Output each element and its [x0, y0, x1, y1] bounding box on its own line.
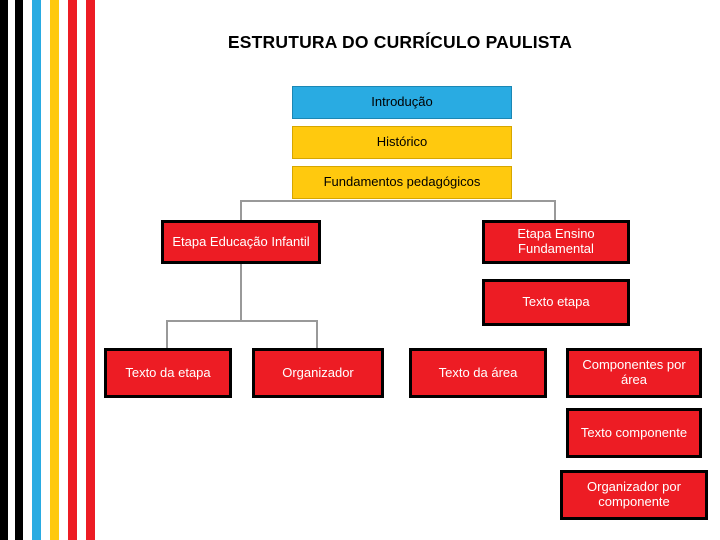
- stripe-white-5: [77, 0, 86, 540]
- node-etapa-educacao-infantil[interactable]: Etapa Educação Infantil: [161, 220, 321, 264]
- node-fundamentos-pedagogicos[interactable]: Fundamentos pedagógicos: [292, 166, 512, 199]
- node-texto-etapa-label: Texto etapa: [522, 294, 590, 310]
- node-organizador-por-componente[interactable]: Organizador por componente: [560, 470, 708, 520]
- node-texto-componente-label: Texto componente: [580, 424, 688, 440]
- node-organizador[interactable]: Organizador: [252, 348, 384, 398]
- stripe-white-3: [41, 0, 50, 540]
- stripe-black-outer: [0, 0, 8, 540]
- connector-vertical-to-fundamental: [554, 200, 556, 220]
- page-title: ESTRUTURA DO CURRÍCULO PAULISTA: [227, 32, 573, 52]
- stripe-white-4: [59, 0, 68, 540]
- node-componentes-por-area-label: Componentes por área: [582, 357, 686, 387]
- connector-vertical-to-organizador: [316, 320, 318, 348]
- connector-horizontal-fundamentos: [240, 200, 556, 202]
- node-historico-label: Histórico: [376, 134, 428, 150]
- node-texto-da-area[interactable]: Texto da área: [409, 348, 547, 398]
- node-introducao[interactable]: Introdução: [292, 86, 512, 119]
- node-introducao-label: Introdução: [371, 94, 433, 110]
- node-etapa-ensino-fundamental-label: Etapa Ensino Fundamental: [517, 226, 595, 256]
- stripe-black-inner: [15, 0, 23, 540]
- stripe-blue: [32, 0, 41, 540]
- stripe-white-2: [23, 0, 32, 540]
- node-organizador-label: Organizador: [282, 364, 354, 380]
- node-fundamentos-pedagogicos-label: Fundamentos pedagógicos: [323, 174, 481, 190]
- node-texto-da-area-label: Texto da área: [438, 364, 518, 380]
- connector-vertical-to-infantil: [240, 200, 242, 220]
- connector-horizontal-infantil-children: [166, 320, 318, 322]
- stripe-red-2: [86, 0, 95, 540]
- connector-vertical-from-infantil: [240, 264, 242, 322]
- stripe-yellow: [50, 0, 59, 540]
- node-texto-da-etapa[interactable]: Texto da etapa: [104, 348, 232, 398]
- connector-vertical-to-texto-da-etapa: [166, 320, 168, 348]
- node-etapa-educacao-infantil-label: Etapa Educação Infantil: [172, 233, 310, 249]
- node-texto-componente[interactable]: Texto componente: [566, 408, 702, 458]
- node-historico[interactable]: Histórico: [292, 126, 512, 159]
- node-organizador-por-componente-label: Organizador por componente: [587, 479, 681, 509]
- node-texto-da-etapa-label: Texto da etapa: [125, 364, 211, 380]
- node-etapa-ensino-fundamental[interactable]: Etapa Ensino Fundamental: [482, 220, 630, 264]
- node-componentes-por-area[interactable]: Componentes por área: [566, 348, 702, 398]
- node-texto-etapa[interactable]: Texto etapa: [482, 279, 630, 326]
- stripe-bottom-cap-inner: [15, 514, 23, 540]
- stripe-bottom-cap-left: [0, 514, 8, 540]
- stripe-red-1: [68, 0, 77, 540]
- stripe-white-1: [8, 0, 15, 540]
